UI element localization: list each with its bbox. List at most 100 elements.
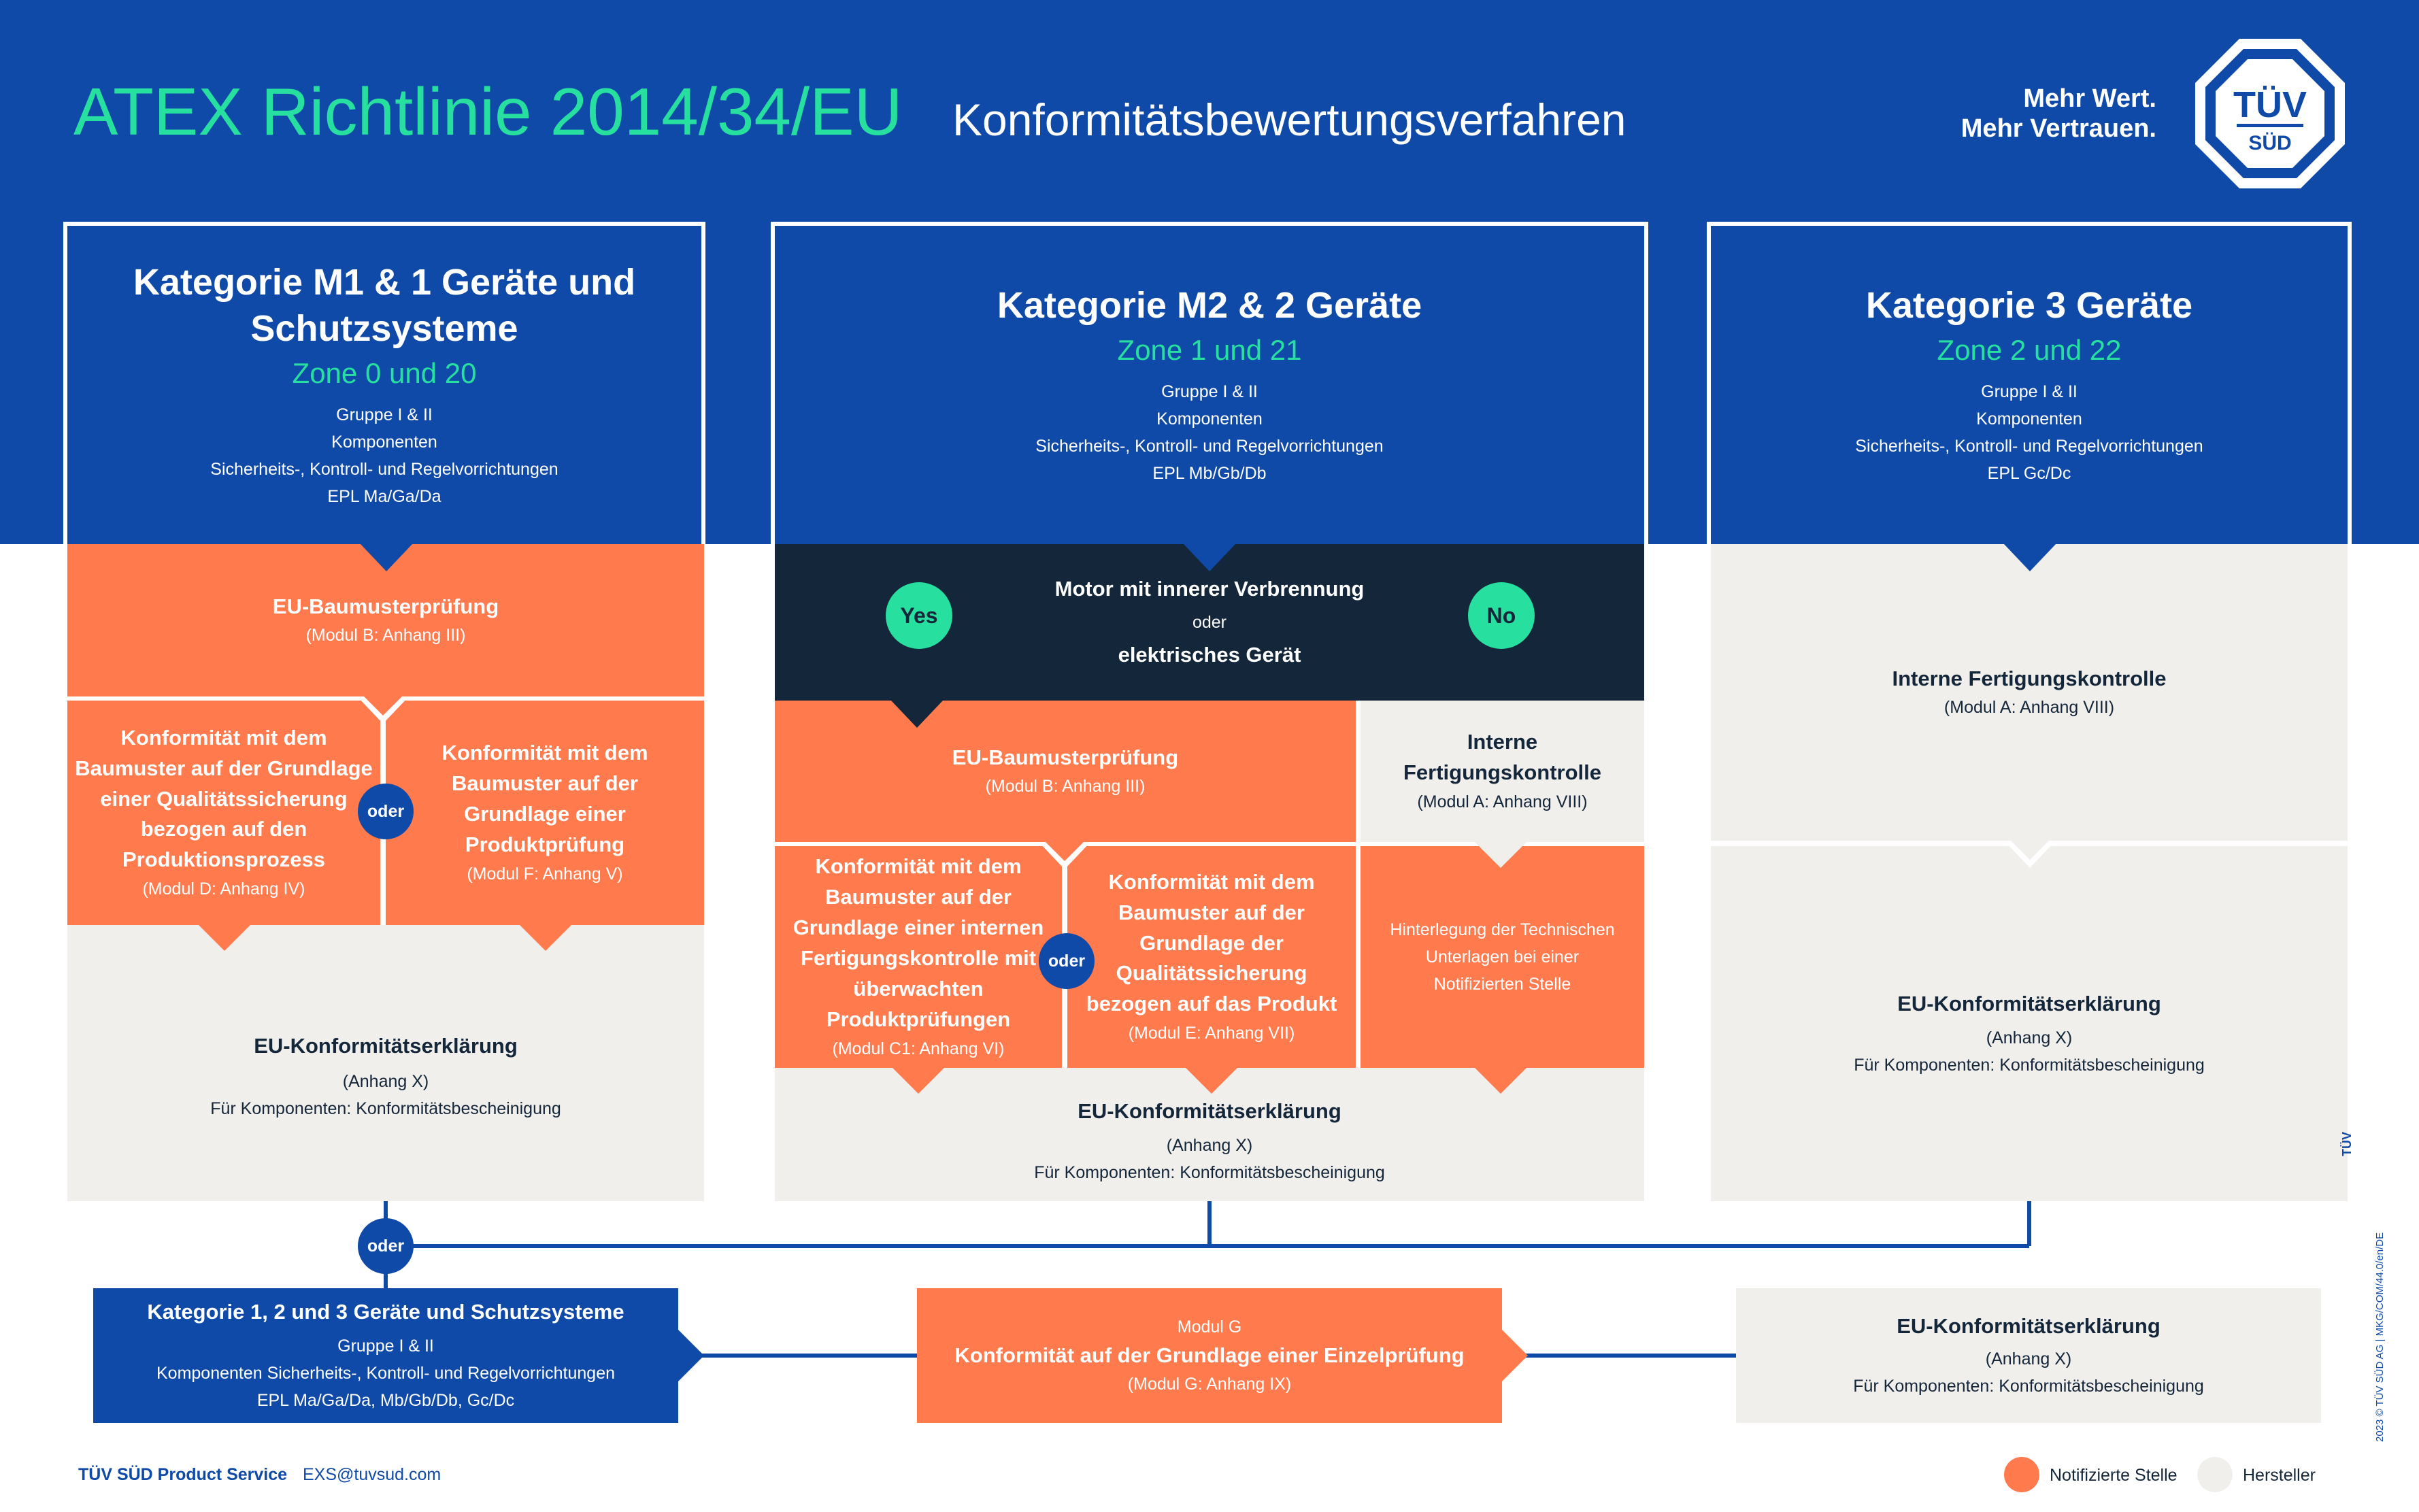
col1-detail: Sicherheits-, Kontroll- und Regelvorrich… <box>210 460 558 479</box>
col2-decl-sub1: (Anhang X) <box>1166 1136 1253 1156</box>
col3-decl-sub1: (Anhang X) <box>1986 1028 2073 1048</box>
bottom-declaration-box: EU-Konformitätserklärung (Anhang X) Für … <box>1736 1288 2321 1423</box>
col1-modul-f-box: Konformität mit dem Baumuster auf der Gr… <box>386 701 704 925</box>
col1-detail: EPL Ma/Ga/Da <box>327 487 441 506</box>
col2-modul-e-box: Konformität mit dem Baumuster auf der Gr… <box>1067 846 1356 1068</box>
col2-question-line2: elektrisches Gerät <box>1118 643 1301 667</box>
col2-c1-line: Grundlage einer internen <box>793 915 1044 940</box>
footer-email[interactable]: EXS@tuvsud.com <box>303 1465 441 1484</box>
col2-c1-line: Fertigungskontrolle mit <box>800 946 1037 970</box>
page-subtitle: Konformitätsbewertungsverfahren <box>952 95 1626 145</box>
col2-modul-c1-box: Konformität mit dem Baumuster auf der Gr… <box>775 846 1062 1068</box>
legend-notified-label: Notifizierte Stelle <box>2050 1466 2178 1485</box>
col2-arrow-yes <box>891 701 943 728</box>
col2-detail: Gruppe I & II <box>1161 382 1258 402</box>
col1-f-line: Produktprüfung <box>465 832 625 856</box>
col1-declaration-box: EU-Konformitätserklärung (Anhang X) Für … <box>67 925 704 1201</box>
col2-internal-box: Interne Fertigungskontrolle (Modul A: An… <box>1361 701 1644 842</box>
col2-detail: Komponenten <box>1156 409 1263 429</box>
col3-detail: Sicherheits-, Kontroll- und Regelvorrich… <box>1855 437 2203 456</box>
col3-internal-title: Interne Fertigungskontrolle <box>1892 666 2167 690</box>
legend-manufacturer-swatch <box>2197 1457 2233 1492</box>
col1-f-line: Grundlage einer <box>464 802 626 826</box>
col1-f-line: Konformität mit dem <box>441 741 648 765</box>
col1-baumuster-title: EU-Baumusterprüfung <box>272 594 499 618</box>
col1-arrow-d <box>199 925 250 951</box>
col3-detail: Gruppe I & II <box>1981 382 2078 402</box>
col3-decl-sub2: Für Komponenten: Konformitätsbescheinigu… <box>1854 1056 2205 1075</box>
col2-decl-title: EU-Konformitätserklärung <box>1078 1098 1341 1123</box>
col1-arrow-f <box>520 925 571 951</box>
col1-d-sub: (Modul D: Anhang IV) <box>142 879 305 899</box>
col1-title-line1: Kategorie M1 & 1 Geräte und <box>133 262 636 303</box>
col2-question-oder: oder <box>1192 613 1227 632</box>
bottom-g-top: Modul G <box>1177 1317 1242 1337</box>
col2-split-notch-inner <box>1046 842 1084 861</box>
logo-text-top: TÜV <box>2233 84 2307 125</box>
col1-decl-sub2: Für Komponenten: Konformitätsbescheinigu… <box>210 1099 561 1119</box>
col1-detail: Gruppe I & II <box>336 405 433 424</box>
col2-detail: Sicherheits-, Kontroll- und Regelvorrich… <box>1035 437 1384 456</box>
col1-decl-sub1: (Anhang X) <box>342 1072 429 1092</box>
col2-oder-badge: oder <box>1039 933 1095 989</box>
col2-e-line: Baumuster auf der <box>1118 900 1305 924</box>
slogan-line-2: Mehr Vertrauen. <box>1961 114 2156 143</box>
page-title: ATEX Richtlinie 2014/34/EU <box>73 74 903 149</box>
col3-title: Kategorie 3 Geräte <box>1865 284 2193 326</box>
bottom-g-title: Konformität auf der Grundlage einer Einz… <box>954 1343 1465 1367</box>
col2-arrow-c1 <box>892 1068 944 1094</box>
col3-internal-box: Interne Fertigungskontrolle (Modul A: An… <box>1711 544 2348 841</box>
col2-e-line: bezogen auf das Produkt <box>1086 992 1337 1016</box>
col1-d-line: bezogen auf den <box>140 817 307 841</box>
col2-internal-line1: Interne <box>1467 730 1538 754</box>
side-brand: TÜV <box>2340 1132 2354 1156</box>
col3-notch-inner <box>2011 841 2049 860</box>
col2-c1-line: überwachten <box>853 976 984 1001</box>
col2-hint-line: Notifizierten Stelle <box>1433 975 1571 994</box>
bottom-modul-g-box: Modul G Konformität auf der Grundlage ei… <box>917 1288 1502 1423</box>
col1-oder-badge: oder <box>358 784 414 839</box>
col3-internal-sub: (Modul A: Anhang VIII) <box>1943 698 2115 718</box>
col2-no-badge: No <box>1468 582 1535 649</box>
bottom-decl-sub1: (Anhang X) <box>1985 1349 2072 1369</box>
col2-title: Kategorie M2 & 2 Geräte <box>997 284 1422 326</box>
col2-e-line: Konformität mit dem <box>1108 869 1315 894</box>
col1-header: Kategorie M1 & 1 Geräte und Schutzsystem… <box>63 222 705 544</box>
col2-c1-sub: (Modul C1: Anhang VI) <box>832 1039 1005 1058</box>
col2-header: Kategorie M2 & 2 Geräte Zone 1 und 21 Gr… <box>771 222 1648 544</box>
col3-declaration-box: EU-Konformitätserklärung (Anhang X) Für … <box>1711 846 2348 1201</box>
col3-detail: Komponenten <box>1976 409 2082 429</box>
col2-internal-line2: Fertigungskontrolle <box>1403 760 1602 784</box>
bottom-category-box: Kategorie 1, 2 und 3 Geräte und Schutzsy… <box>93 1288 678 1423</box>
bottom-category-title: Kategorie 1, 2 und 3 Geräte und Schutzsy… <box>147 1299 624 1324</box>
col2-c1-line: Produktprüfungen <box>826 1007 1011 1031</box>
col1-arrow-1 <box>361 544 412 571</box>
col2-zone: Zone 1 und 21 <box>1117 334 1302 367</box>
col2-e-line: Grundlage der <box>1139 930 1284 955</box>
col3-header: Kategorie 3 Geräte Zone 2 und 22 Gruppe … <box>1707 222 2352 544</box>
col1-d-line: Konformität mit dem <box>120 725 327 750</box>
bottom-category-arrow <box>678 1330 704 1381</box>
col2-hint-line: Unterlagen bei einer <box>1425 947 1580 967</box>
col1-decl-title: EU-Konformitätserklärung <box>254 1033 518 1058</box>
col2-e-line: Qualitätssicherung <box>1116 961 1307 986</box>
col2-c1-line: Baumuster auf der <box>825 885 1012 909</box>
col1-detail: Komponenten <box>331 433 437 452</box>
col3-detail: EPL Gc/Dc <box>1987 464 2071 484</box>
footer-company: TÜV SÜD Product Service <box>78 1465 288 1484</box>
col2-decl-sub2: Für Komponenten: Konformitätsbescheinigu… <box>1034 1163 1385 1183</box>
col2-question-line1: Motor mit innerer Verbrennung <box>1054 577 1365 601</box>
col2-baumuster-sub: (Modul B: Anhang III) <box>985 777 1146 796</box>
col2-arrow-hint <box>1475 1068 1527 1094</box>
col2-baumuster-title: EU-Baumusterprüfung <box>952 745 1179 769</box>
legend-notified-swatch <box>2004 1457 2039 1492</box>
col3-decl-title: EU-Konformitätserklärung <box>1897 991 2161 1015</box>
bottom-category-detail: Gruppe I & II <box>337 1337 434 1356</box>
bottom-category-detail: Komponenten Sicherheits-, Kontroll- und … <box>156 1364 615 1383</box>
col1-split-notch-inner <box>364 696 402 716</box>
col2-hint-line: Hinterlegung der Technischen <box>1390 920 1615 939</box>
col1-modul-d-box: Konformität mit dem Baumuster auf der Gr… <box>67 701 380 925</box>
col2-arrow-internal <box>1475 842 1527 868</box>
side-copyright: 2023 © TÜV SÜD AG | MKG/COM/44.0/en/DE <box>2374 1232 2386 1442</box>
